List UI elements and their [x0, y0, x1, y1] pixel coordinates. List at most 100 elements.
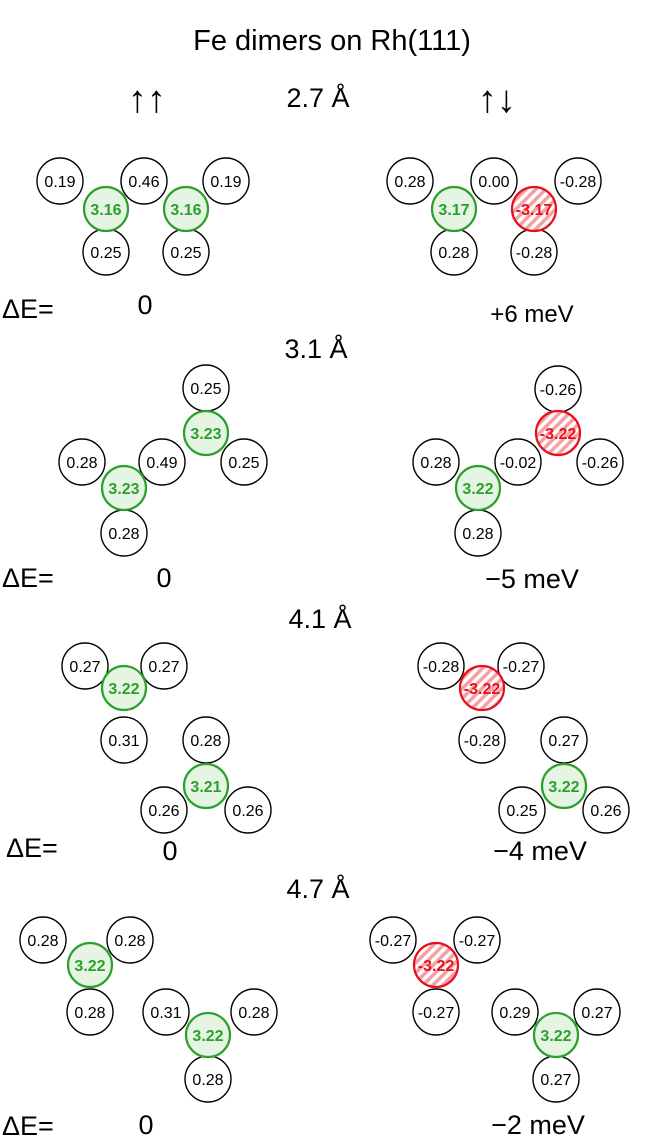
fe-atom-up-2-parallel-7: 3.23	[100, 464, 148, 512]
rh-atom-2-antiparallel-2: 0.28	[412, 438, 460, 486]
rh-atom-3-parallel-3: 0.31	[100, 716, 148, 764]
rh-atom-circle	[66, 988, 114, 1036]
rh-atom-1-antiparallel-4: 0.28	[430, 228, 478, 276]
fe-atom-up-3-parallel-8: 3.21	[182, 762, 230, 810]
rh-atom-2-antiparallel-4: -0.26	[576, 438, 624, 486]
rh-atom-circle	[554, 157, 602, 205]
rh-atom-1-parallel-2: 0.46	[120, 157, 168, 205]
rh-atom-circle	[140, 786, 188, 834]
rh-atom-2-parallel-2: 0.28	[58, 438, 106, 486]
rh-atom-3-parallel-5: 0.26	[140, 786, 188, 834]
rh-atom-moment-label: 0.28	[438, 245, 469, 262]
fe-atom-up-circle	[430, 185, 478, 233]
fe-atom-up-moment-label: 3.21	[190, 779, 221, 796]
fe-atom-up-3-parallel-7: 3.22	[100, 664, 148, 712]
fe-atom-up-1-parallel-6: 3.16	[82, 185, 130, 233]
fe-atom-down-2-antiparallel-6: -3.22	[534, 409, 582, 457]
rh-atom-moment-label: 0.27	[548, 733, 579, 750]
rh-atom-circle	[491, 988, 539, 1036]
rh-atom-circle	[573, 988, 621, 1036]
fe-atom-down-moment-label: -3.22	[540, 426, 577, 443]
energy-antiparallel-1: +6 meV	[490, 301, 573, 328]
energy-parallel-4: 0	[138, 1110, 153, 1140]
rh-atom-2-parallel-4: 0.25	[220, 438, 268, 486]
rh-atom-moment-label: -0.26	[582, 455, 619, 472]
rh-atom-3-antiparallel-5: 0.25	[498, 786, 546, 834]
rh-atom-moment-label: 0.25	[228, 455, 259, 472]
rh-atom-moment-label: 0.27	[540, 1072, 571, 1089]
spin-label-antiparallel: ↑↓	[478, 79, 516, 121]
fe-atom-down-circle	[510, 185, 558, 233]
distance-label-3: 4.1 Å	[288, 603, 351, 634]
fe-atom-up-1-antiparallel-6: 3.17	[430, 185, 478, 233]
rh-atom-moment-label: 0.49	[146, 455, 177, 472]
fe-atom-down-circle	[534, 409, 582, 457]
rh-atom-3-antiparallel-6: 0.26	[582, 786, 630, 834]
distance-label-2: 3.1 Å	[284, 333, 347, 364]
rh-atom-moment-label: -0.28	[560, 174, 597, 191]
rh-atom-4-antiparallel-1: -0.27	[369, 916, 417, 964]
rh-atom-1-parallel-3: 0.19	[202, 157, 250, 205]
rh-atom-circle	[220, 438, 268, 486]
rh-atom-moment-label: 0.28	[238, 1005, 269, 1022]
fe-atom-up-moment-label: 3.17	[438, 202, 469, 219]
fe-atom-up-circle	[540, 762, 588, 810]
rh-atom-3-antiparallel-1: -0.28	[417, 642, 465, 690]
fe-atom-up-moment-label: 3.22	[74, 958, 105, 975]
rh-atom-circle	[412, 988, 460, 1036]
rh-atom-moment-label: -0.27	[503, 659, 540, 676]
rh-atom-moment-label: 0.29	[499, 1005, 530, 1022]
rh-atom-4-parallel-6: 0.28	[184, 1055, 232, 1103]
rh-atom-3-parallel-1: 0.27	[61, 642, 109, 690]
fe-atom-down-4-antiparallel-7: -3.22	[412, 941, 460, 989]
rh-atom-moment-label: 0.28	[74, 1005, 105, 1022]
rh-atom-circle	[140, 642, 188, 690]
rh-atom-circle	[576, 438, 624, 486]
rh-atom-moment-label: 0.19	[210, 174, 241, 191]
energy-antiparallel-2: −5 meV	[485, 564, 579, 594]
rh-atom-3-parallel-2: 0.27	[140, 642, 188, 690]
rh-atom-moment-label: 0.28	[114, 933, 145, 950]
fe-atom-up-4-antiparallel-8: 3.22	[532, 1011, 580, 1059]
rh-atom-moment-label: -0.27	[418, 1005, 455, 1022]
energy-antiparallel-4: −2 meV	[491, 1110, 585, 1140]
rh-atom-4-parallel-3: 0.28	[66, 988, 114, 1036]
fe-atom-down-circle	[458, 664, 506, 712]
rh-atom-moment-label: -0.28	[464, 733, 501, 750]
rh-atom-4-antiparallel-4: 0.29	[491, 988, 539, 1036]
rh-atom-moment-label: 0.28	[190, 733, 221, 750]
fe-atom-up-circle	[82, 185, 130, 233]
figure-title: Fe dimers on Rh(111)	[193, 25, 471, 57]
rh-atom-circle	[224, 786, 272, 834]
rh-atom-moment-label: 0.31	[150, 1005, 181, 1022]
rh-atom-circle	[106, 916, 154, 964]
rh-atom-circle	[412, 438, 460, 486]
fe-atom-up-4-parallel-8: 3.22	[184, 1011, 232, 1059]
delta-e-label-1: ΔE=	[2, 294, 54, 324]
rh-atom-moment-label: 0.28	[108, 526, 139, 543]
rh-atom-4-antiparallel-2: -0.27	[453, 916, 501, 964]
rh-atom-moment-label: 0.26	[590, 803, 621, 820]
fe-atom-up-moment-label: 3.16	[170, 202, 201, 219]
rh-atom-1-parallel-4: 0.25	[82, 228, 130, 276]
fe-atom-up-moment-label: 3.22	[540, 1028, 571, 1045]
rh-atom-moment-label: 0.31	[108, 733, 139, 750]
rh-atom-moment-label: 0.27	[581, 1005, 612, 1022]
rh-atom-3-parallel-6: 0.26	[224, 786, 272, 834]
fe-atom-down-3-antiparallel-7: -3.22	[458, 664, 506, 712]
rh-atom-4-parallel-4: 0.31	[142, 988, 190, 1036]
fe-atom-up-moment-label: 3.22	[462, 481, 493, 498]
rh-atom-circle	[498, 786, 546, 834]
rh-atom-moment-label: -0.28	[516, 245, 553, 262]
rh-atom-4-parallel-2: 0.28	[106, 916, 154, 964]
rh-atom-4-parallel-1: 0.28	[19, 916, 67, 964]
rh-atom-moment-label: 0.28	[462, 526, 493, 543]
rh-atom-moment-label: 0.25	[190, 381, 221, 398]
rh-atom-circle	[142, 988, 190, 1036]
rh-atom-circle	[369, 916, 417, 964]
rh-atom-circle	[120, 157, 168, 205]
fe-atom-up-2-antiparallel-7: 3.22	[454, 464, 502, 512]
rh-atom-circle	[58, 438, 106, 486]
rh-atom-circle	[417, 642, 465, 690]
